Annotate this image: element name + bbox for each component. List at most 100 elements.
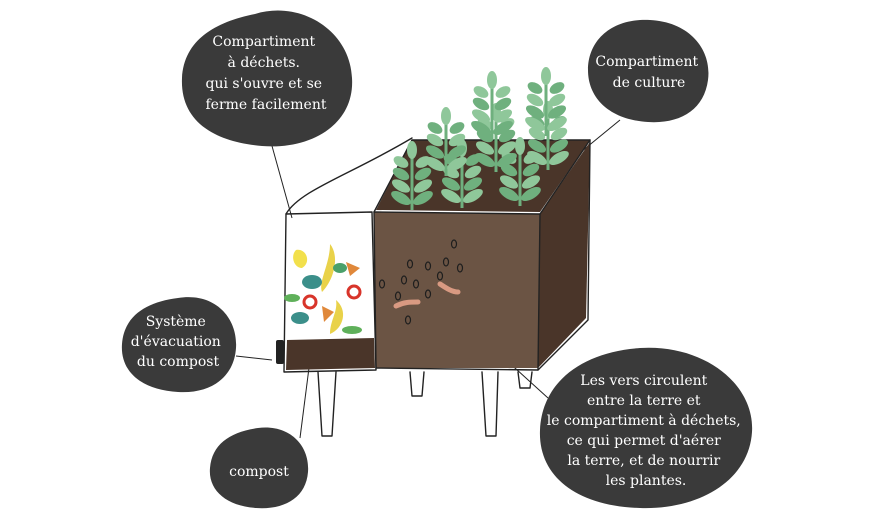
green-scrap-2 bbox=[342, 326, 362, 334]
waste-line-1: Compartiment bbox=[212, 34, 315, 50]
pointer-evacuation bbox=[235, 355, 273, 361]
banana-peel bbox=[321, 244, 336, 292]
hole bbox=[404, 315, 412, 325]
plant-leaf bbox=[441, 107, 451, 125]
worm-2 bbox=[437, 281, 461, 295]
plant-leaf bbox=[547, 117, 567, 132]
leg-front-right bbox=[481, 371, 499, 437]
plant-leaf bbox=[427, 122, 443, 134]
plant-leaf bbox=[463, 177, 483, 191]
compost-line-1: compost bbox=[229, 464, 289, 480]
plant-leaf bbox=[471, 109, 491, 123]
waste-line-3: qui s'ouvre et se bbox=[205, 76, 322, 92]
plant-leaf bbox=[525, 105, 545, 119]
evac-line-3: du compost bbox=[137, 354, 220, 370]
plant-leaf bbox=[550, 127, 568, 141]
carrot-scrap-2 bbox=[346, 262, 360, 276]
plant-leaf bbox=[541, 67, 551, 85]
bubble-shape bbox=[588, 19, 709, 123]
bubble-shape bbox=[209, 427, 309, 509]
plant-leaf bbox=[493, 109, 513, 123]
plant-leaf bbox=[548, 93, 566, 107]
plant-leaf bbox=[547, 105, 567, 119]
plant-leaf bbox=[493, 121, 513, 135]
plant-leaf bbox=[426, 133, 444, 147]
plant-leaf bbox=[448, 133, 466, 147]
worms-line-3: le compartiment à déchets, bbox=[547, 412, 741, 429]
compost-label: compost bbox=[229, 464, 289, 480]
bubble-evacuation-system: Système d'évacuation du compost bbox=[121, 297, 237, 393]
leg-front-left bbox=[317, 371, 337, 437]
evac-line-1: Système bbox=[146, 314, 206, 330]
bubble-waste-compartment: Compartiment à déchets. qui s'ouvre et s… bbox=[181, 10, 353, 147]
plant-leaf bbox=[425, 157, 445, 171]
evac-line-2: d'évacuation bbox=[131, 334, 221, 350]
plant bbox=[391, 141, 433, 210]
plant-leaf bbox=[495, 86, 511, 98]
bubble-shape bbox=[539, 347, 753, 509]
plant-leaf bbox=[463, 189, 483, 203]
plant-leaf bbox=[527, 82, 543, 94]
worms-line-6: les plantes. bbox=[606, 473, 687, 489]
plant-leaf bbox=[499, 187, 519, 201]
plant-leaf bbox=[472, 97, 490, 111]
plant-leaf bbox=[527, 139, 547, 153]
culture-line-1: Compartiment bbox=[595, 54, 698, 70]
worm-holes bbox=[378, 239, 464, 325]
worms-line-2: entre la terre et bbox=[587, 393, 701, 409]
plant-leaf bbox=[521, 187, 541, 201]
plant-leaf bbox=[487, 71, 497, 89]
plant-leaf bbox=[449, 122, 465, 134]
pepper-ring-2 bbox=[346, 284, 362, 300]
hole bbox=[412, 279, 420, 289]
pointer-compost bbox=[299, 359, 311, 439]
plant-leaf bbox=[407, 141, 417, 159]
carrot-scrap bbox=[322, 306, 334, 322]
worms-label: Les vers circulent entre la terre et le … bbox=[547, 373, 745, 489]
plant-leaf bbox=[497, 141, 517, 155]
plant-leaf bbox=[471, 121, 491, 135]
hole bbox=[424, 261, 432, 271]
plant bbox=[425, 107, 467, 176]
leaf-scrap bbox=[302, 275, 322, 289]
hole bbox=[394, 291, 402, 301]
plant-leaf bbox=[447, 145, 467, 159]
plant-leaf bbox=[497, 153, 517, 167]
worm bbox=[393, 299, 421, 309]
plant-leaf bbox=[441, 189, 461, 203]
plant-leaf bbox=[525, 117, 545, 131]
plant-leaf bbox=[391, 191, 411, 205]
waste-line-4: ferme facilement bbox=[206, 97, 327, 113]
box-lid-line bbox=[285, 137, 413, 215]
plant-leaf bbox=[549, 139, 569, 153]
plant bbox=[471, 71, 513, 140]
plant-leaf bbox=[475, 141, 495, 155]
evacuation-system-label: Système d'évacuation du compost bbox=[131, 314, 226, 370]
plant-leaf bbox=[447, 157, 467, 171]
leaf-scrap-2 bbox=[291, 312, 309, 324]
waste-box-outline bbox=[283, 211, 377, 373]
plant-leaf bbox=[391, 179, 411, 193]
compost-layer bbox=[286, 338, 375, 370]
worms-line-1: Les vers circulent bbox=[580, 373, 707, 389]
bubble-compost: compost bbox=[209, 427, 309, 509]
plant-leaf bbox=[494, 97, 512, 111]
plant bbox=[525, 67, 567, 136]
waste-compartment bbox=[276, 211, 377, 373]
plant-leaf bbox=[464, 165, 482, 179]
plant-leaf bbox=[392, 167, 410, 181]
banana-peel-2 bbox=[330, 300, 344, 334]
culture-compartment-label: Compartiment de culture bbox=[595, 54, 702, 91]
plants bbox=[391, 67, 569, 210]
green-scrap bbox=[284, 294, 300, 302]
waste-compartment-label: Compartiment à déchets. qui s'ouvre et s… bbox=[205, 34, 326, 113]
leaf-scrap-3 bbox=[333, 263, 347, 273]
plant-leaf bbox=[500, 163, 518, 177]
plant-leaf bbox=[549, 82, 565, 94]
plant-leaf bbox=[475, 153, 495, 167]
bubble-shape bbox=[181, 10, 353, 147]
plant-leaf bbox=[414, 167, 432, 181]
plant-leaf bbox=[441, 177, 461, 191]
leg-back-left bbox=[409, 371, 425, 397]
bubble-worms: Les vers circulent entre la terre et le … bbox=[539, 347, 753, 509]
